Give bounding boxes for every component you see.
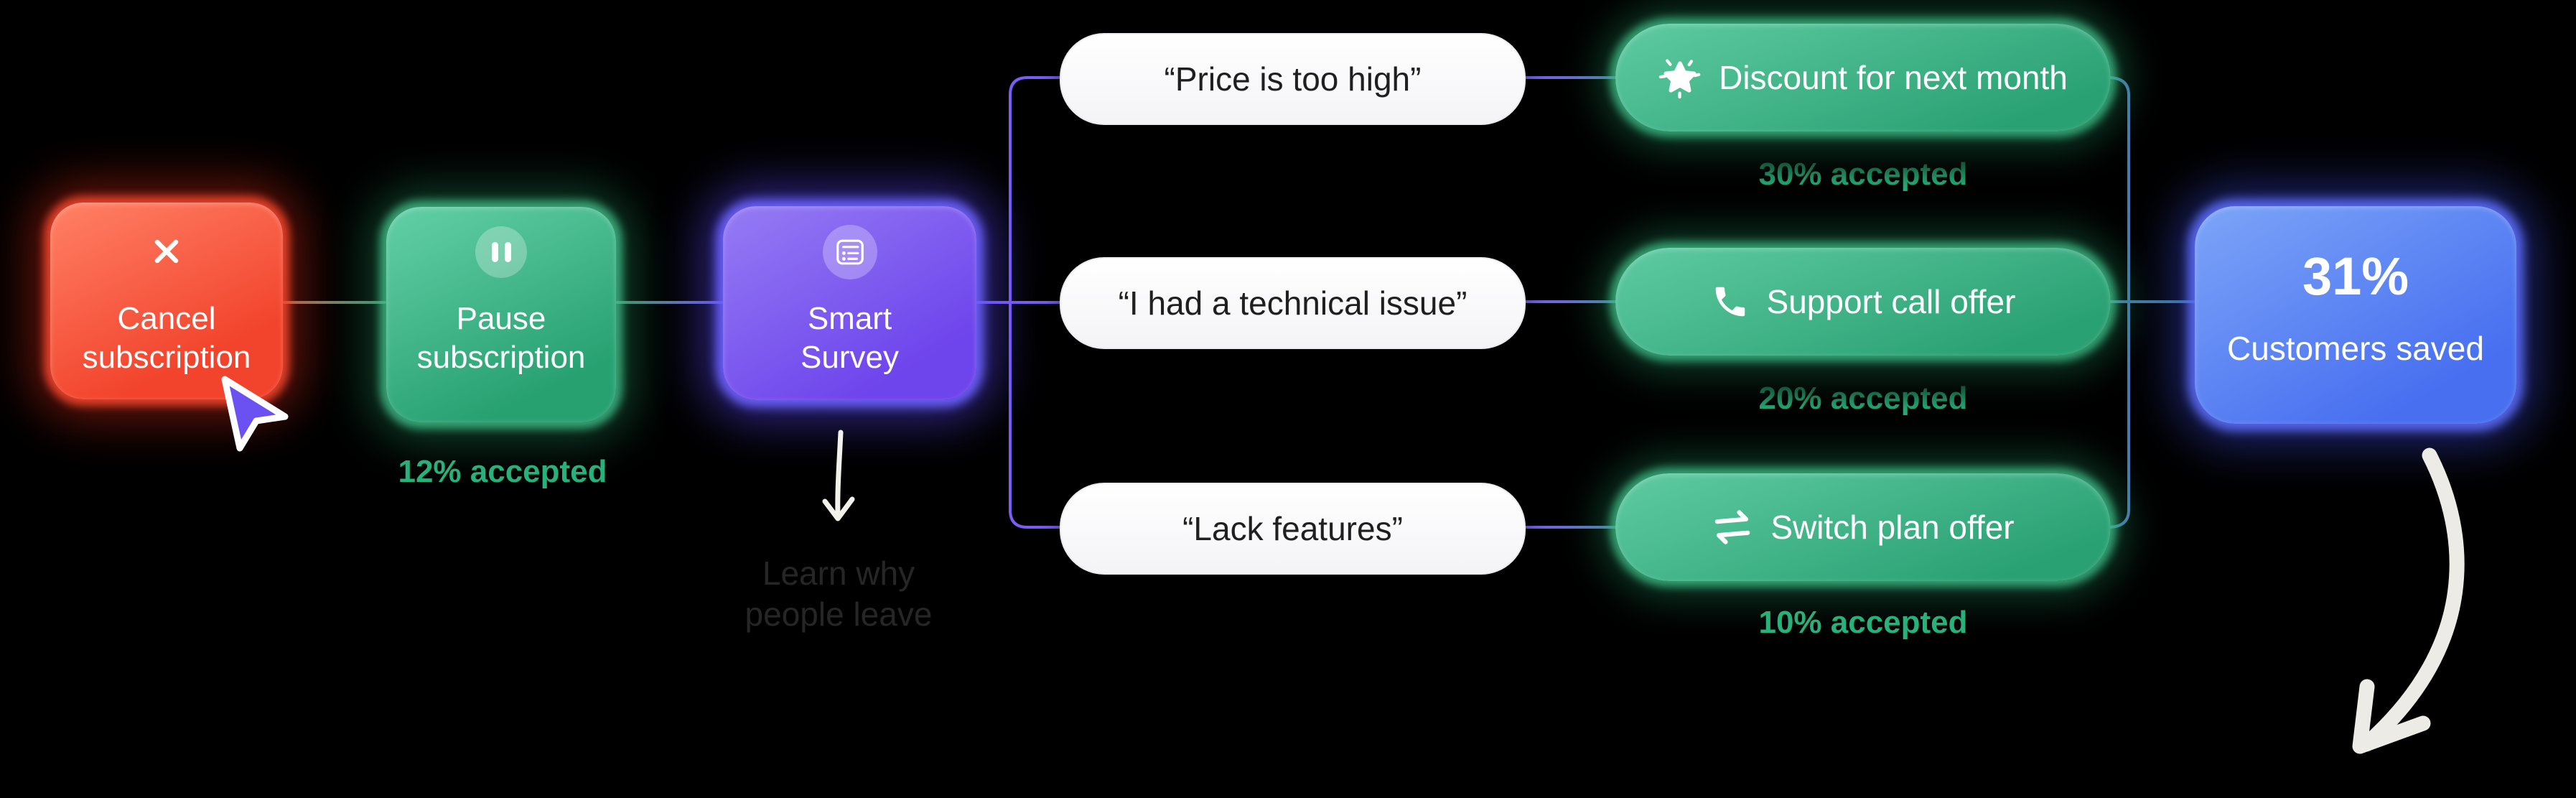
cancel-label-line1: Cancel xyxy=(117,301,216,336)
saved-percentage: 31% xyxy=(2302,246,2409,306)
connector-cancel-pause xyxy=(283,301,386,304)
reason-node-price[interactable]: “Price is too high” xyxy=(1060,33,1526,125)
offer-node-discount[interactable]: Discount for next month xyxy=(1615,24,2111,131)
survey-label-line2: Survey xyxy=(801,340,899,375)
reason-node-features[interactable]: “Lack features” xyxy=(1060,483,1526,575)
connector-bus-result xyxy=(2109,300,2197,303)
connector-reason3-offer3 xyxy=(1521,526,1617,529)
cancel-subscription-node[interactable]: Cancel subscription xyxy=(50,203,283,399)
phone-icon xyxy=(1715,287,1745,317)
cursor-pointer-icon xyxy=(221,376,289,452)
survey-down-arrow xyxy=(822,430,855,521)
reason-text: “Price is too high” xyxy=(1164,60,1422,98)
survey-annotation-line1: Learn why xyxy=(762,555,915,592)
sparkle-icon xyxy=(1658,59,1701,99)
survey-list-icon xyxy=(822,225,877,279)
reason-text: “I had a technical issue” xyxy=(1118,284,1467,322)
offer-label: Discount for next month xyxy=(1719,59,2068,96)
smart-survey-node[interactable]: Smart Survey xyxy=(723,206,976,400)
offer-node-support-call[interactable]: Support call offer xyxy=(1615,248,2111,356)
switch-icon xyxy=(1715,510,1750,544)
survey-annotation-line2: people leave xyxy=(745,595,933,633)
saved-label: Customers saved xyxy=(2227,330,2484,367)
offer-label: Support call offer xyxy=(1766,283,2016,320)
customers-saved-node[interactable]: 31% Customers saved xyxy=(2195,206,2516,424)
connector-reason2-offer2 xyxy=(1521,300,1617,303)
cancel-label-line2: subscription xyxy=(82,340,251,375)
offer3-accept-stat: 10% accepted xyxy=(1758,605,1968,640)
reason-text: “Lack features” xyxy=(1182,510,1403,547)
offer-node-switch-plan[interactable]: Switch plan offer xyxy=(1615,473,2111,581)
connector-reason1-offer1 xyxy=(1521,76,1617,79)
x-icon xyxy=(154,239,179,264)
survey-annotation: Learn why people leave xyxy=(695,553,982,635)
pause-icon xyxy=(475,226,527,278)
pause-label-line2: subscription xyxy=(416,340,586,375)
connector-pause-survey xyxy=(616,301,724,304)
offer-label: Switch plan offer xyxy=(1770,509,2015,546)
result-curved-arrow xyxy=(2352,447,2465,754)
pause-subscription-node[interactable]: Pause subscription xyxy=(386,207,616,422)
pause-accept-stat: 12% accepted xyxy=(398,454,607,489)
connector-survey-trunk xyxy=(976,301,1061,304)
pause-label-line1: Pause xyxy=(456,301,546,336)
reason-node-technical[interactable]: “I had a technical issue” xyxy=(1060,257,1526,349)
survey-label-line1: Smart xyxy=(807,301,892,336)
